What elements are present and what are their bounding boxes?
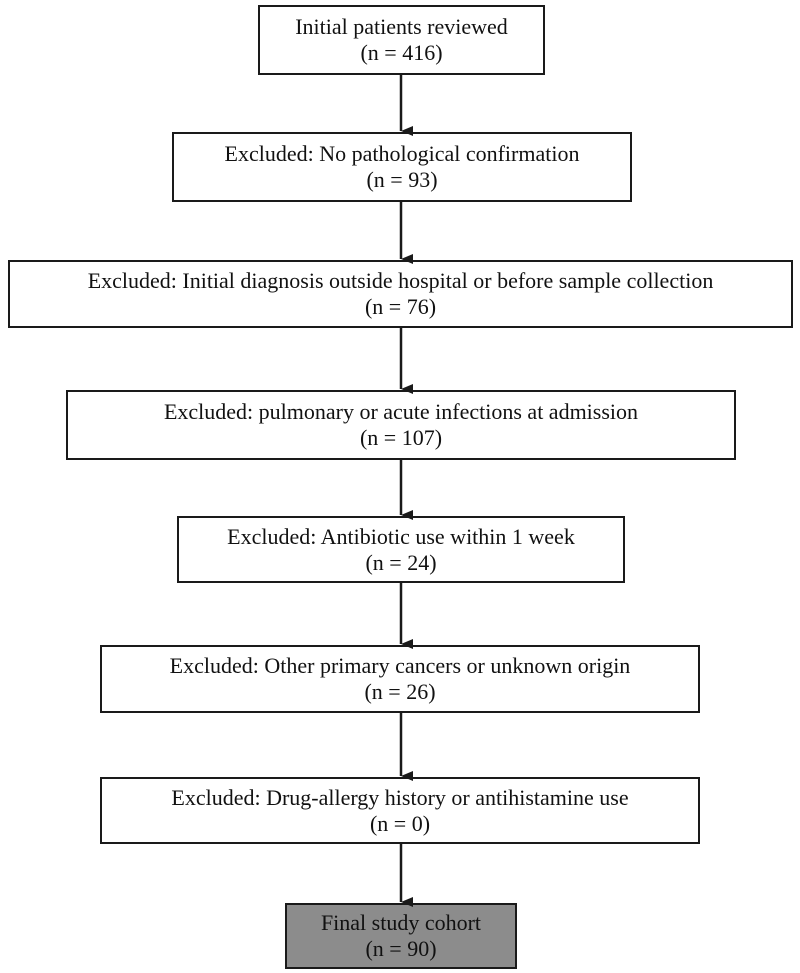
step-label: Initial patients reviewed: [295, 14, 508, 39]
step-count: (n = 76): [364, 294, 437, 319]
step-label: Final study cohort: [320, 910, 482, 935]
step-label: Excluded: Antibiotic use within 1 week: [227, 523, 575, 549]
step-initial-patients-box: Initial patients reviewed (n = 416): [258, 5, 545, 75]
step-excluded-initial-diagnosis-box: Excluded: Initial diagnosis outside hosp…: [8, 260, 793, 328]
step-label: Excluded: pulmonary or acute infections …: [163, 399, 639, 424]
step-count: (n = 107): [359, 425, 443, 450]
step-count: (n = 26): [364, 679, 436, 704]
step-count: (n = 93): [366, 167, 438, 192]
step-excluded-drug-allergy-box: Excluded: Drug-allergy history or antihi…: [100, 777, 700, 844]
step-label: Excluded: Other primary cancers or unkno…: [169, 653, 631, 678]
step-count: (n = 0): [369, 810, 431, 836]
step-excluded-other-cancers-box: Excluded: Other primary cancers or unkno…: [100, 645, 700, 713]
step-count: (n = 90): [365, 936, 437, 961]
step-label: Excluded: Drug-allergy history or antihi…: [171, 784, 629, 810]
step-excluded-infections-box: Excluded: pulmonary or acute infections …: [66, 390, 736, 460]
step-count: (n = 24): [365, 549, 437, 575]
step-final-cohort-box: Final study cohort (n = 90): [285, 903, 517, 969]
step-excluded-antibiotic-box: Excluded: Antibiotic use within 1 week (…: [177, 516, 625, 583]
step-label: Excluded: Initial diagnosis outside hosp…: [87, 268, 714, 293]
step-label: Excluded: No pathological confirmation: [224, 141, 580, 166]
step-count: (n = 416): [360, 40, 443, 65]
